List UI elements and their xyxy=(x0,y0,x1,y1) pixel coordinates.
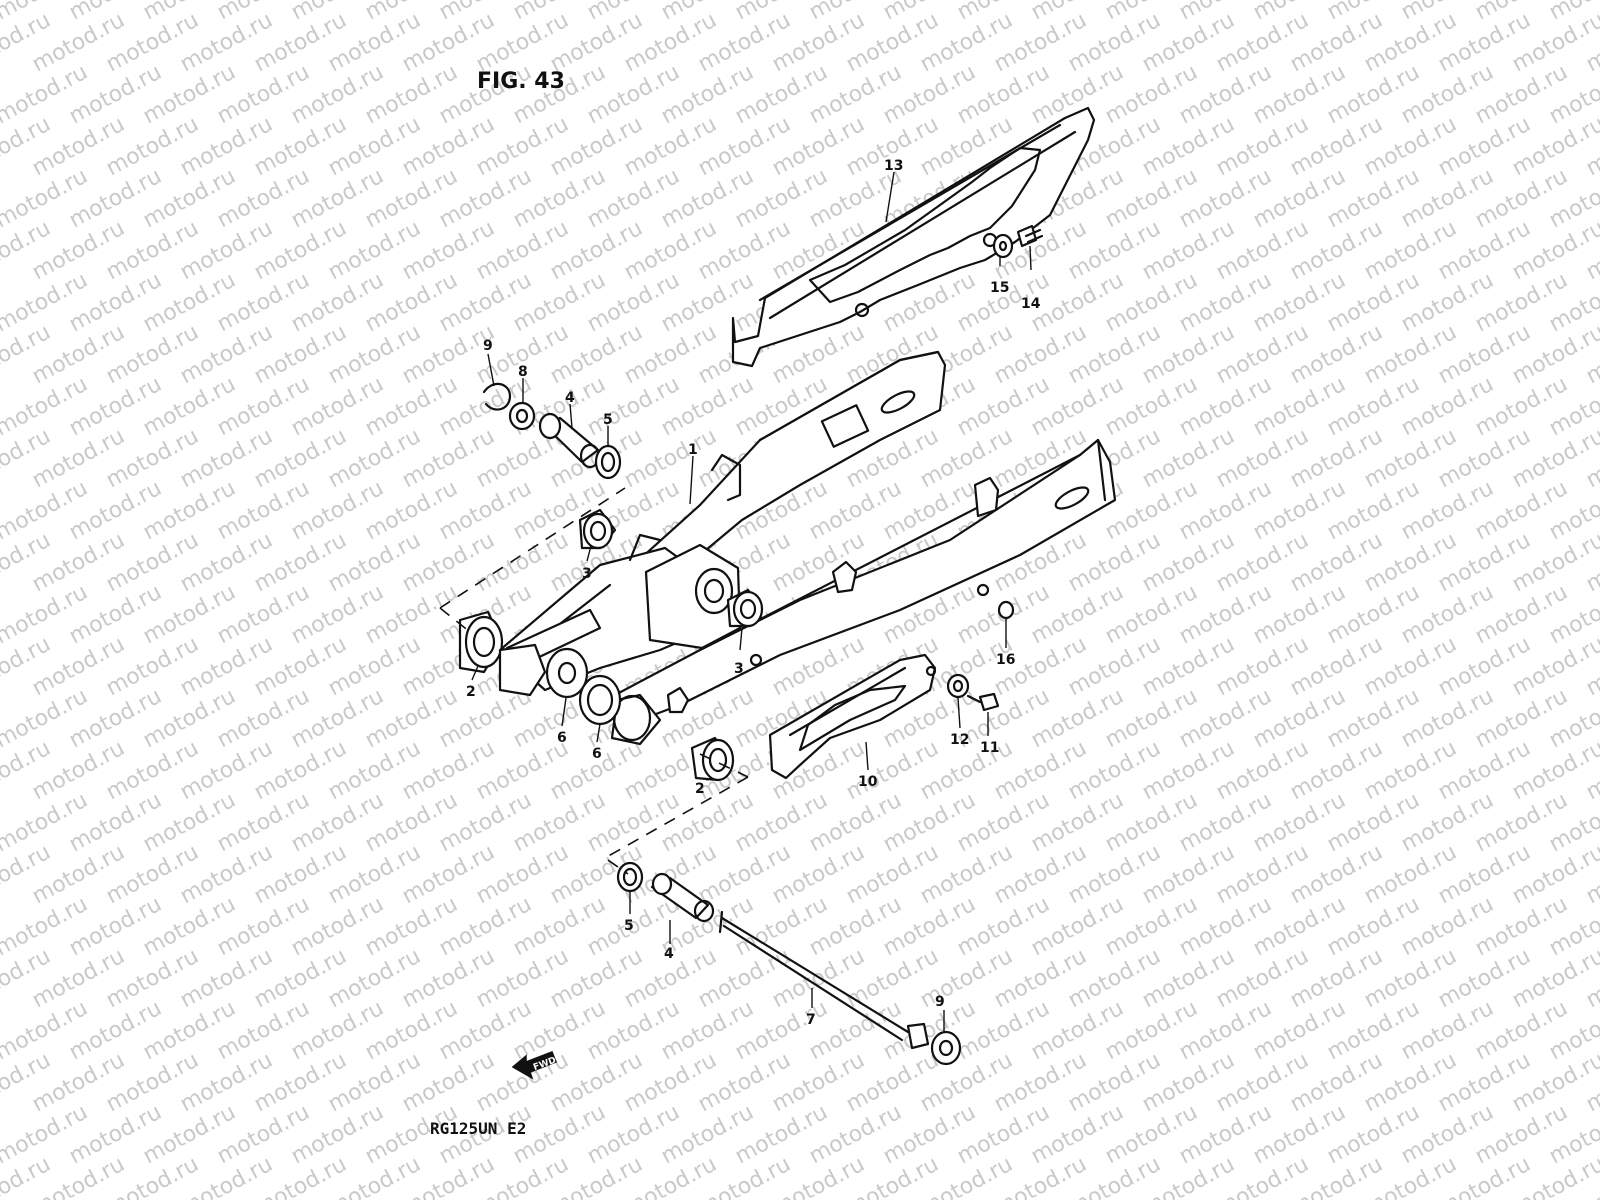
figure-title: FIG. 43 xyxy=(477,69,565,94)
callout-4-lower: 4 xyxy=(664,946,674,962)
bolt-11 xyxy=(966,692,1000,712)
callout-15: 15 xyxy=(990,280,1009,296)
seal-5-upper xyxy=(594,444,622,480)
model-code: RG125UN E2 xyxy=(430,1119,526,1138)
callout-16: 16 xyxy=(996,652,1015,668)
callout-6-b: 6 xyxy=(592,746,602,762)
callout-5-upper: 5 xyxy=(603,412,613,428)
washer-15 xyxy=(992,233,1014,259)
chain-guard-lower xyxy=(768,653,937,780)
callout-13: 13 xyxy=(884,158,903,174)
callout-6-a: 6 xyxy=(557,730,567,746)
callout-11: 11 xyxy=(980,740,999,756)
sleeve-4-lower xyxy=(650,872,715,923)
assembly-lines xyxy=(439,487,749,875)
pivot-shaft-7 xyxy=(718,910,930,1050)
callout-labels: 13 15 14 9 8 4 5 1 3 3 16 2 6 6 12 11 10… xyxy=(466,158,1041,1028)
bolt-14 xyxy=(1016,224,1044,248)
callout-9-upper: 9 xyxy=(483,338,493,354)
leader-lines xyxy=(471,171,1032,1032)
bearing-2-left xyxy=(458,610,504,674)
chain-guard-upper xyxy=(731,106,1096,368)
callout-8: 8 xyxy=(518,364,528,380)
needle-bearing-3-right xyxy=(726,588,764,628)
callout-9-lower: 9 xyxy=(935,994,945,1010)
nut-9-lower xyxy=(930,1030,962,1066)
cap-16 xyxy=(997,600,1015,620)
callout-2-left: 2 xyxy=(466,684,476,700)
callout-4-upper: 4 xyxy=(565,390,575,406)
callout-3-right: 3 xyxy=(734,661,744,677)
needle-bearing-3-left xyxy=(578,508,617,550)
callout-14: 14 xyxy=(1021,296,1041,312)
callout-12: 12 xyxy=(950,732,969,748)
cap-8 xyxy=(508,401,536,431)
callout-5-lower: 5 xyxy=(624,918,634,934)
callout-1: 1 xyxy=(688,442,698,458)
callout-3-left: 3 xyxy=(582,566,592,582)
seal-5-lower xyxy=(616,861,644,893)
callout-2-lower: 2 xyxy=(695,781,705,797)
callout-10: 10 xyxy=(858,774,878,790)
callout-7: 7 xyxy=(806,1012,816,1028)
washer-12 xyxy=(946,673,970,699)
spacer-6-a xyxy=(498,643,589,699)
spacer-6-b xyxy=(578,674,622,726)
bearing-2-lower xyxy=(690,736,735,782)
